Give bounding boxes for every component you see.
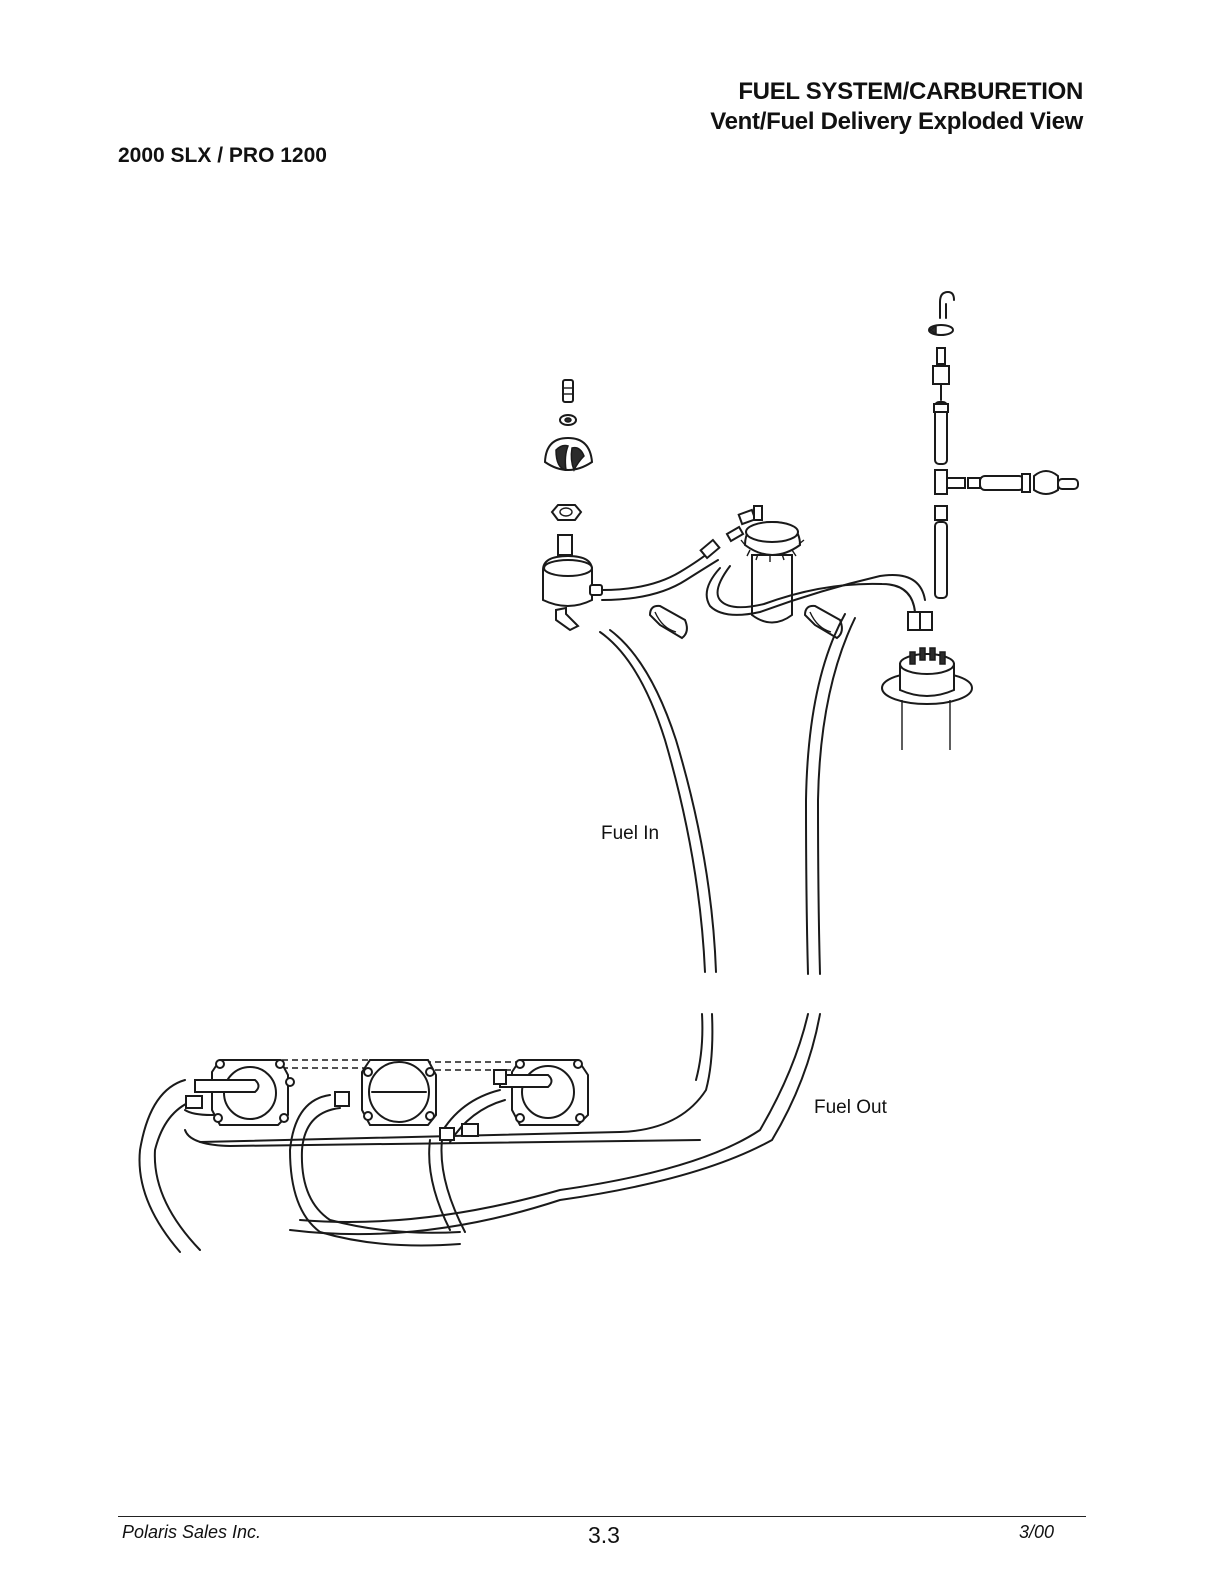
fuel-canister [727,506,804,623]
footer-page-number: 3.3 [588,1522,620,1549]
fuel-filter-assembly [543,380,602,630]
fuel-hoses [140,540,933,1252]
fuel-out-label: Fuel Out [814,1097,887,1119]
footer-rule [118,1516,1086,1517]
carburetor-bank [195,1060,588,1125]
fuel-pickup [882,648,972,750]
fuel-in-label: Fuel In [601,823,659,845]
footer-company: Polaris Sales Inc. [122,1522,261,1543]
vent-line-assembly [929,292,1078,598]
footer-date: 3/00 [1019,1522,1054,1543]
hose-clips [650,606,842,638]
